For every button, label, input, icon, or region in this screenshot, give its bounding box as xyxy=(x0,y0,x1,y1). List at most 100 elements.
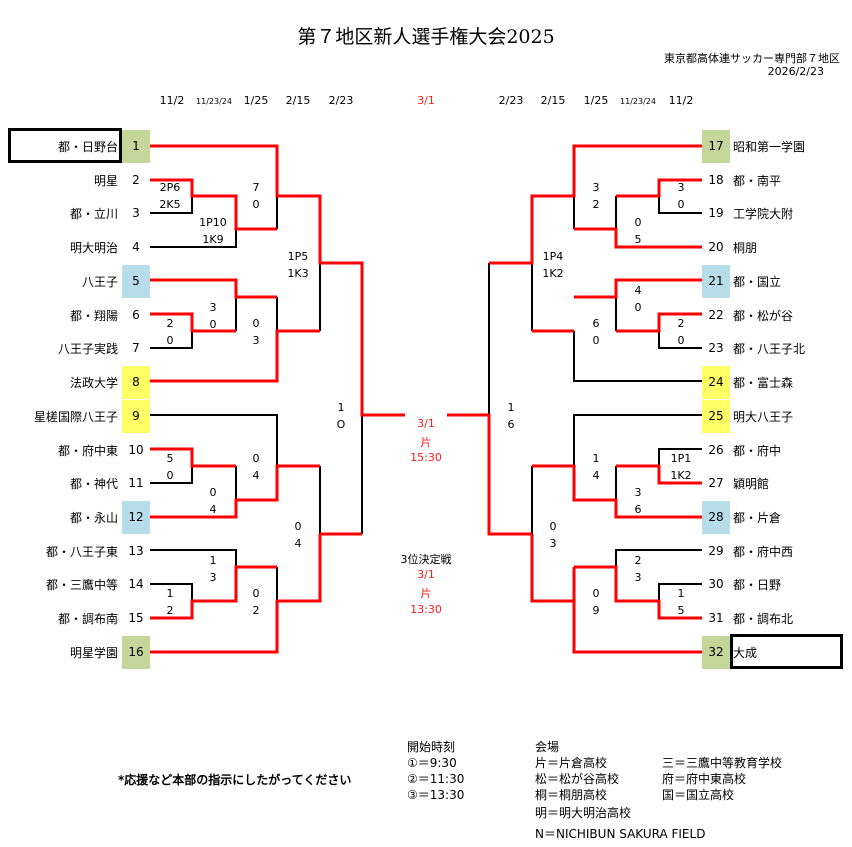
team-number: 29 xyxy=(708,544,724,558)
round-date: 2/15 xyxy=(540,94,566,107)
team-name: 都・翔陽 xyxy=(69,309,118,323)
team-number: 3 xyxy=(132,206,140,220)
score-bottom: 0 xyxy=(634,301,642,314)
highlight-box xyxy=(8,128,122,163)
team-name: 都・調布南 xyxy=(57,612,118,626)
score-top: 0 xyxy=(252,317,260,330)
score-top: 5 xyxy=(166,452,174,465)
team-name: 都・日野台 xyxy=(57,140,118,154)
team-number: 12 xyxy=(122,501,150,534)
venues-heading: 会場 xyxy=(535,740,560,754)
score-top: 6 xyxy=(592,317,600,330)
score-bottom: 3 xyxy=(549,537,557,550)
team-number: 16 xyxy=(122,636,150,669)
team-number: 2 xyxy=(132,173,140,187)
team-number: 14 xyxy=(128,577,144,591)
venue-item: 桐＝桐朋高校 xyxy=(535,788,608,802)
score-bottom: 4 xyxy=(294,537,302,550)
third-place-date: 3/1 xyxy=(417,568,435,581)
third-place-venue: 片 xyxy=(420,587,432,600)
team-name: 星槎国際八王子 xyxy=(33,410,118,424)
team-number: 19 xyxy=(708,206,724,220)
score-top: 1P10 xyxy=(199,216,227,229)
team-name: 都・三鷹中等 xyxy=(45,578,118,592)
team-number: 24 xyxy=(702,366,730,399)
team-number: 31 xyxy=(708,611,724,625)
team-name: 都・日野 xyxy=(733,578,782,592)
score-bottom: 9 xyxy=(592,604,600,617)
team-number: 22 xyxy=(708,308,724,322)
start-time: ①＝9:30 xyxy=(407,756,457,770)
team-name: 法政大学 xyxy=(69,376,118,390)
score-bottom: 1K2 xyxy=(542,267,564,280)
team-name: 工学院大附 xyxy=(733,207,794,221)
highlight-box xyxy=(730,634,843,669)
team-name: 都・松が谷 xyxy=(733,309,794,323)
round-date: 1/25 xyxy=(583,94,609,107)
team-name: 都・富士森 xyxy=(733,376,794,390)
final-venue: 片 xyxy=(420,436,432,449)
score-top: 2P6 xyxy=(159,181,181,194)
score-top: 3 xyxy=(592,181,600,194)
team-number: 25 xyxy=(702,400,730,433)
start-times-heading: 開始時刻 xyxy=(407,740,456,754)
score-bottom: 6 xyxy=(634,503,642,516)
team-number: 32 xyxy=(702,636,730,669)
team-number: 30 xyxy=(708,577,724,591)
score-bottom: 2 xyxy=(252,604,260,617)
team-number: 8 xyxy=(122,366,150,399)
score-top: 1P5 xyxy=(287,250,309,263)
venue-item: 三＝三鷹中等教育学校 xyxy=(662,756,783,770)
score-bottom: 2 xyxy=(166,604,174,617)
score-top: 1 xyxy=(209,554,217,567)
third-place-label: 3位決定戦 xyxy=(400,553,452,566)
round-date: 2/23 xyxy=(498,94,524,107)
score-bottom: O xyxy=(336,418,346,431)
page-title: 第７地区新人選手権大会2025 xyxy=(297,26,555,48)
team-name: 大成 xyxy=(733,646,758,660)
team-number: 27 xyxy=(708,476,724,490)
score-bottom: 0 xyxy=(677,334,685,347)
round-date: 11/2 xyxy=(668,94,694,107)
team-number: 10 xyxy=(128,443,144,457)
team-number: 7 xyxy=(132,341,140,355)
score-bottom: 0 xyxy=(252,198,260,211)
score-top: 1 xyxy=(677,587,685,600)
score-bottom: 5 xyxy=(634,233,642,246)
score-top: 2 xyxy=(634,554,642,567)
round-date: 11/2 xyxy=(159,94,185,107)
team-name: 都・永山 xyxy=(69,511,118,525)
team-number: 18 xyxy=(708,173,724,187)
score-top: 3 xyxy=(634,486,642,499)
venue-item: 国＝国立高校 xyxy=(662,788,735,802)
team-name: 桐朋 xyxy=(733,241,758,255)
score-top: 7 xyxy=(252,181,260,194)
team-name: 都・立川 xyxy=(69,207,118,221)
team-name: 都・調布北 xyxy=(733,612,794,626)
score-bottom: 4 xyxy=(592,469,600,482)
team-number: 21 xyxy=(702,265,730,298)
score-bottom: 0 xyxy=(166,334,174,347)
score-bottom: 0 xyxy=(166,469,174,482)
score-top: 0 xyxy=(634,216,642,229)
score-top: 0 xyxy=(252,587,260,600)
score-top: 0 xyxy=(592,587,600,600)
start-time: ②＝11:30 xyxy=(407,772,465,786)
score-top: 1 xyxy=(592,452,600,465)
